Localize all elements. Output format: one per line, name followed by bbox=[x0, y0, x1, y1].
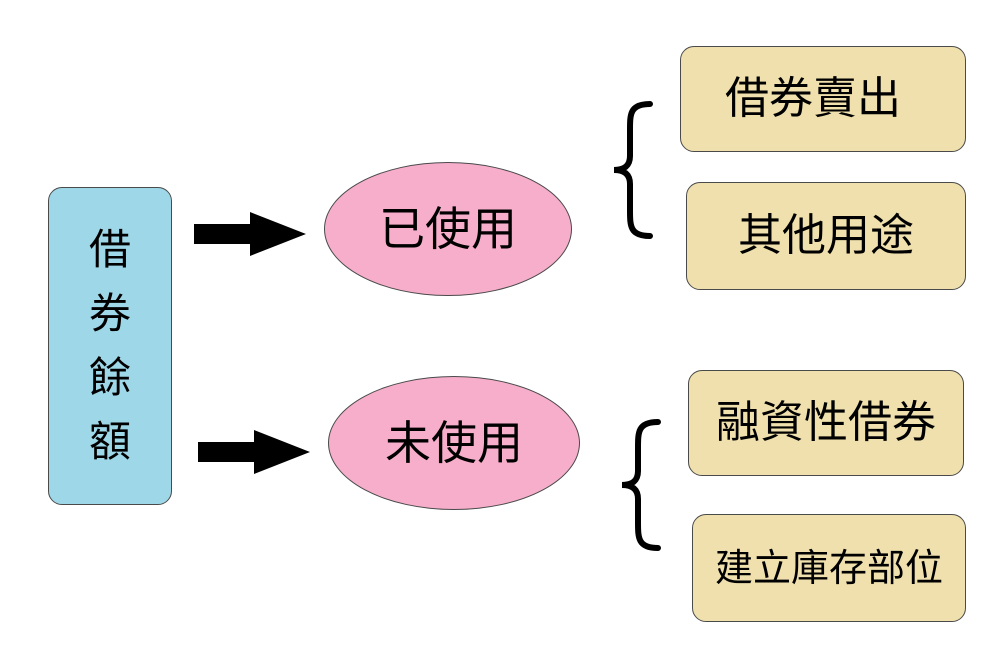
source-char: 券 bbox=[88, 289, 131, 338]
leaf-label: 其他用途 bbox=[738, 210, 914, 261]
used-label: 已使用 bbox=[379, 202, 517, 256]
leaf-label: 借券賣出 bbox=[725, 73, 901, 124]
leaf-label: 融資性借券 bbox=[716, 397, 936, 448]
leaf-other-uses: 其他用途 bbox=[686, 182, 966, 290]
leaf-build-inventory: 建立庫存部位 bbox=[692, 514, 966, 622]
leaf-short-selling: 借券賣出 bbox=[680, 46, 966, 152]
source-char: 借 bbox=[88, 225, 131, 274]
leaf-financing-lending: 融資性借券 bbox=[688, 370, 964, 476]
source-box-lending-balance: 借 券 餘 額 bbox=[48, 187, 172, 505]
used-node: 已使用 bbox=[324, 162, 572, 296]
arrow-to-unused bbox=[198, 430, 310, 474]
unused-node: 未使用 bbox=[328, 376, 580, 510]
arrow-to-used bbox=[194, 212, 306, 256]
source-char: 餘 bbox=[88, 353, 131, 402]
unused-label: 未使用 bbox=[385, 416, 523, 470]
brace-used bbox=[613, 101, 653, 239]
brace-unused bbox=[621, 419, 661, 551]
leaf-label: 建立庫存部位 bbox=[714, 546, 943, 590]
source-char: 額 bbox=[88, 417, 131, 466]
